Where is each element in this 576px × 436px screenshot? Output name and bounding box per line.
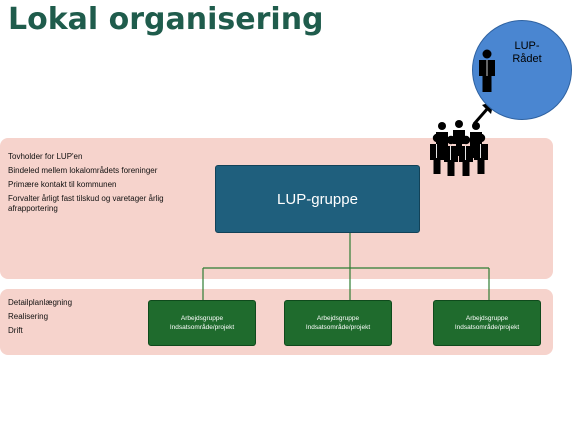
bottom-band-item: Drift — [8, 326, 23, 335]
work-group-title: Arbejdsgruppe — [465, 315, 509, 322]
work-group-box: Arbejdsgruppe Indsatsområde/projekt — [284, 300, 392, 346]
lup-council-label-line2: Rådet — [512, 53, 542, 65]
page-title: Lokal organisering — [8, 2, 324, 37]
lup-council-circle — [472, 20, 572, 120]
top-band-item: Forvalter årligt fast tilskud og varetag… — [8, 194, 164, 213]
work-group-subtitle: Indsatsområde/projekt — [454, 324, 520, 331]
work-group-title: Arbejdsgruppe — [180, 315, 224, 322]
top-band-item: Primære kontakt til kommunen — [8, 180, 117, 189]
work-group-title: Arbejdsgruppe — [316, 315, 360, 322]
top-band-text: Tovholder for LUP'en Bindeled mellem lok… — [8, 152, 178, 214]
lup-group-box: LUP-gruppe — [215, 165, 420, 233]
bottom-band-item: Detailplanlægning — [8, 298, 73, 307]
group-icon — [430, 120, 488, 176]
top-band-item: Bindeled mellem lokalområdets foreninger — [8, 166, 158, 175]
lup-council-label: LUP- Rådet — [505, 40, 549, 66]
work-group-box: Arbejdsgruppe Indsatsområde/projekt — [148, 300, 256, 346]
top-band-item: Tovholder for LUP'en — [8, 152, 83, 161]
bottom-band-text: Detailplanlægning Realisering Drift — [8, 298, 138, 336]
work-group-subtitle: Indsatsområde/projekt — [169, 324, 235, 331]
person-icon — [479, 49, 495, 92]
bottom-band-item: Realisering — [8, 312, 49, 321]
work-group-subtitle: Indsatsområde/projekt — [305, 324, 371, 331]
work-group-box: Arbejdsgruppe Indsatsområde/projekt — [433, 300, 541, 346]
lup-council-label-line1: LUP- — [514, 40, 540, 52]
lup-group-label: LUP-gruppe — [277, 190, 358, 208]
